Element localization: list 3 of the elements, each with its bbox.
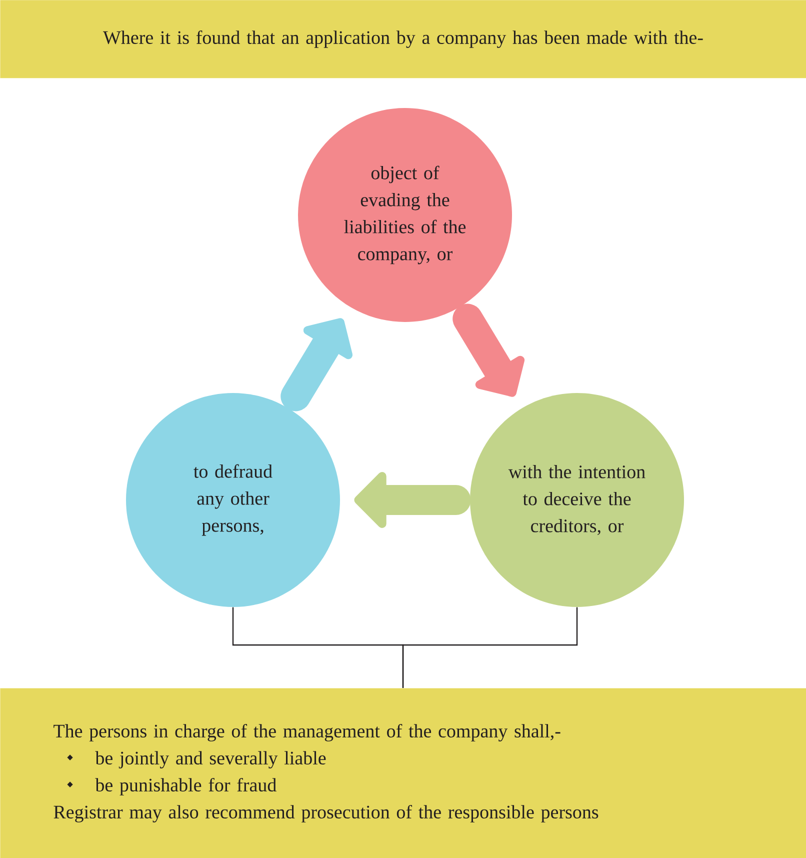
heading-band: Where it is found that an application by a company has been made with the- (0, 0, 806, 78)
conclusion-band: The persons in charge of the management of the company shall,- be jointly and severally liable be punishable for fraud Registrar may also recommend prosecution of the responsible persons (0, 688, 806, 858)
connector-line (402, 607, 578, 688)
